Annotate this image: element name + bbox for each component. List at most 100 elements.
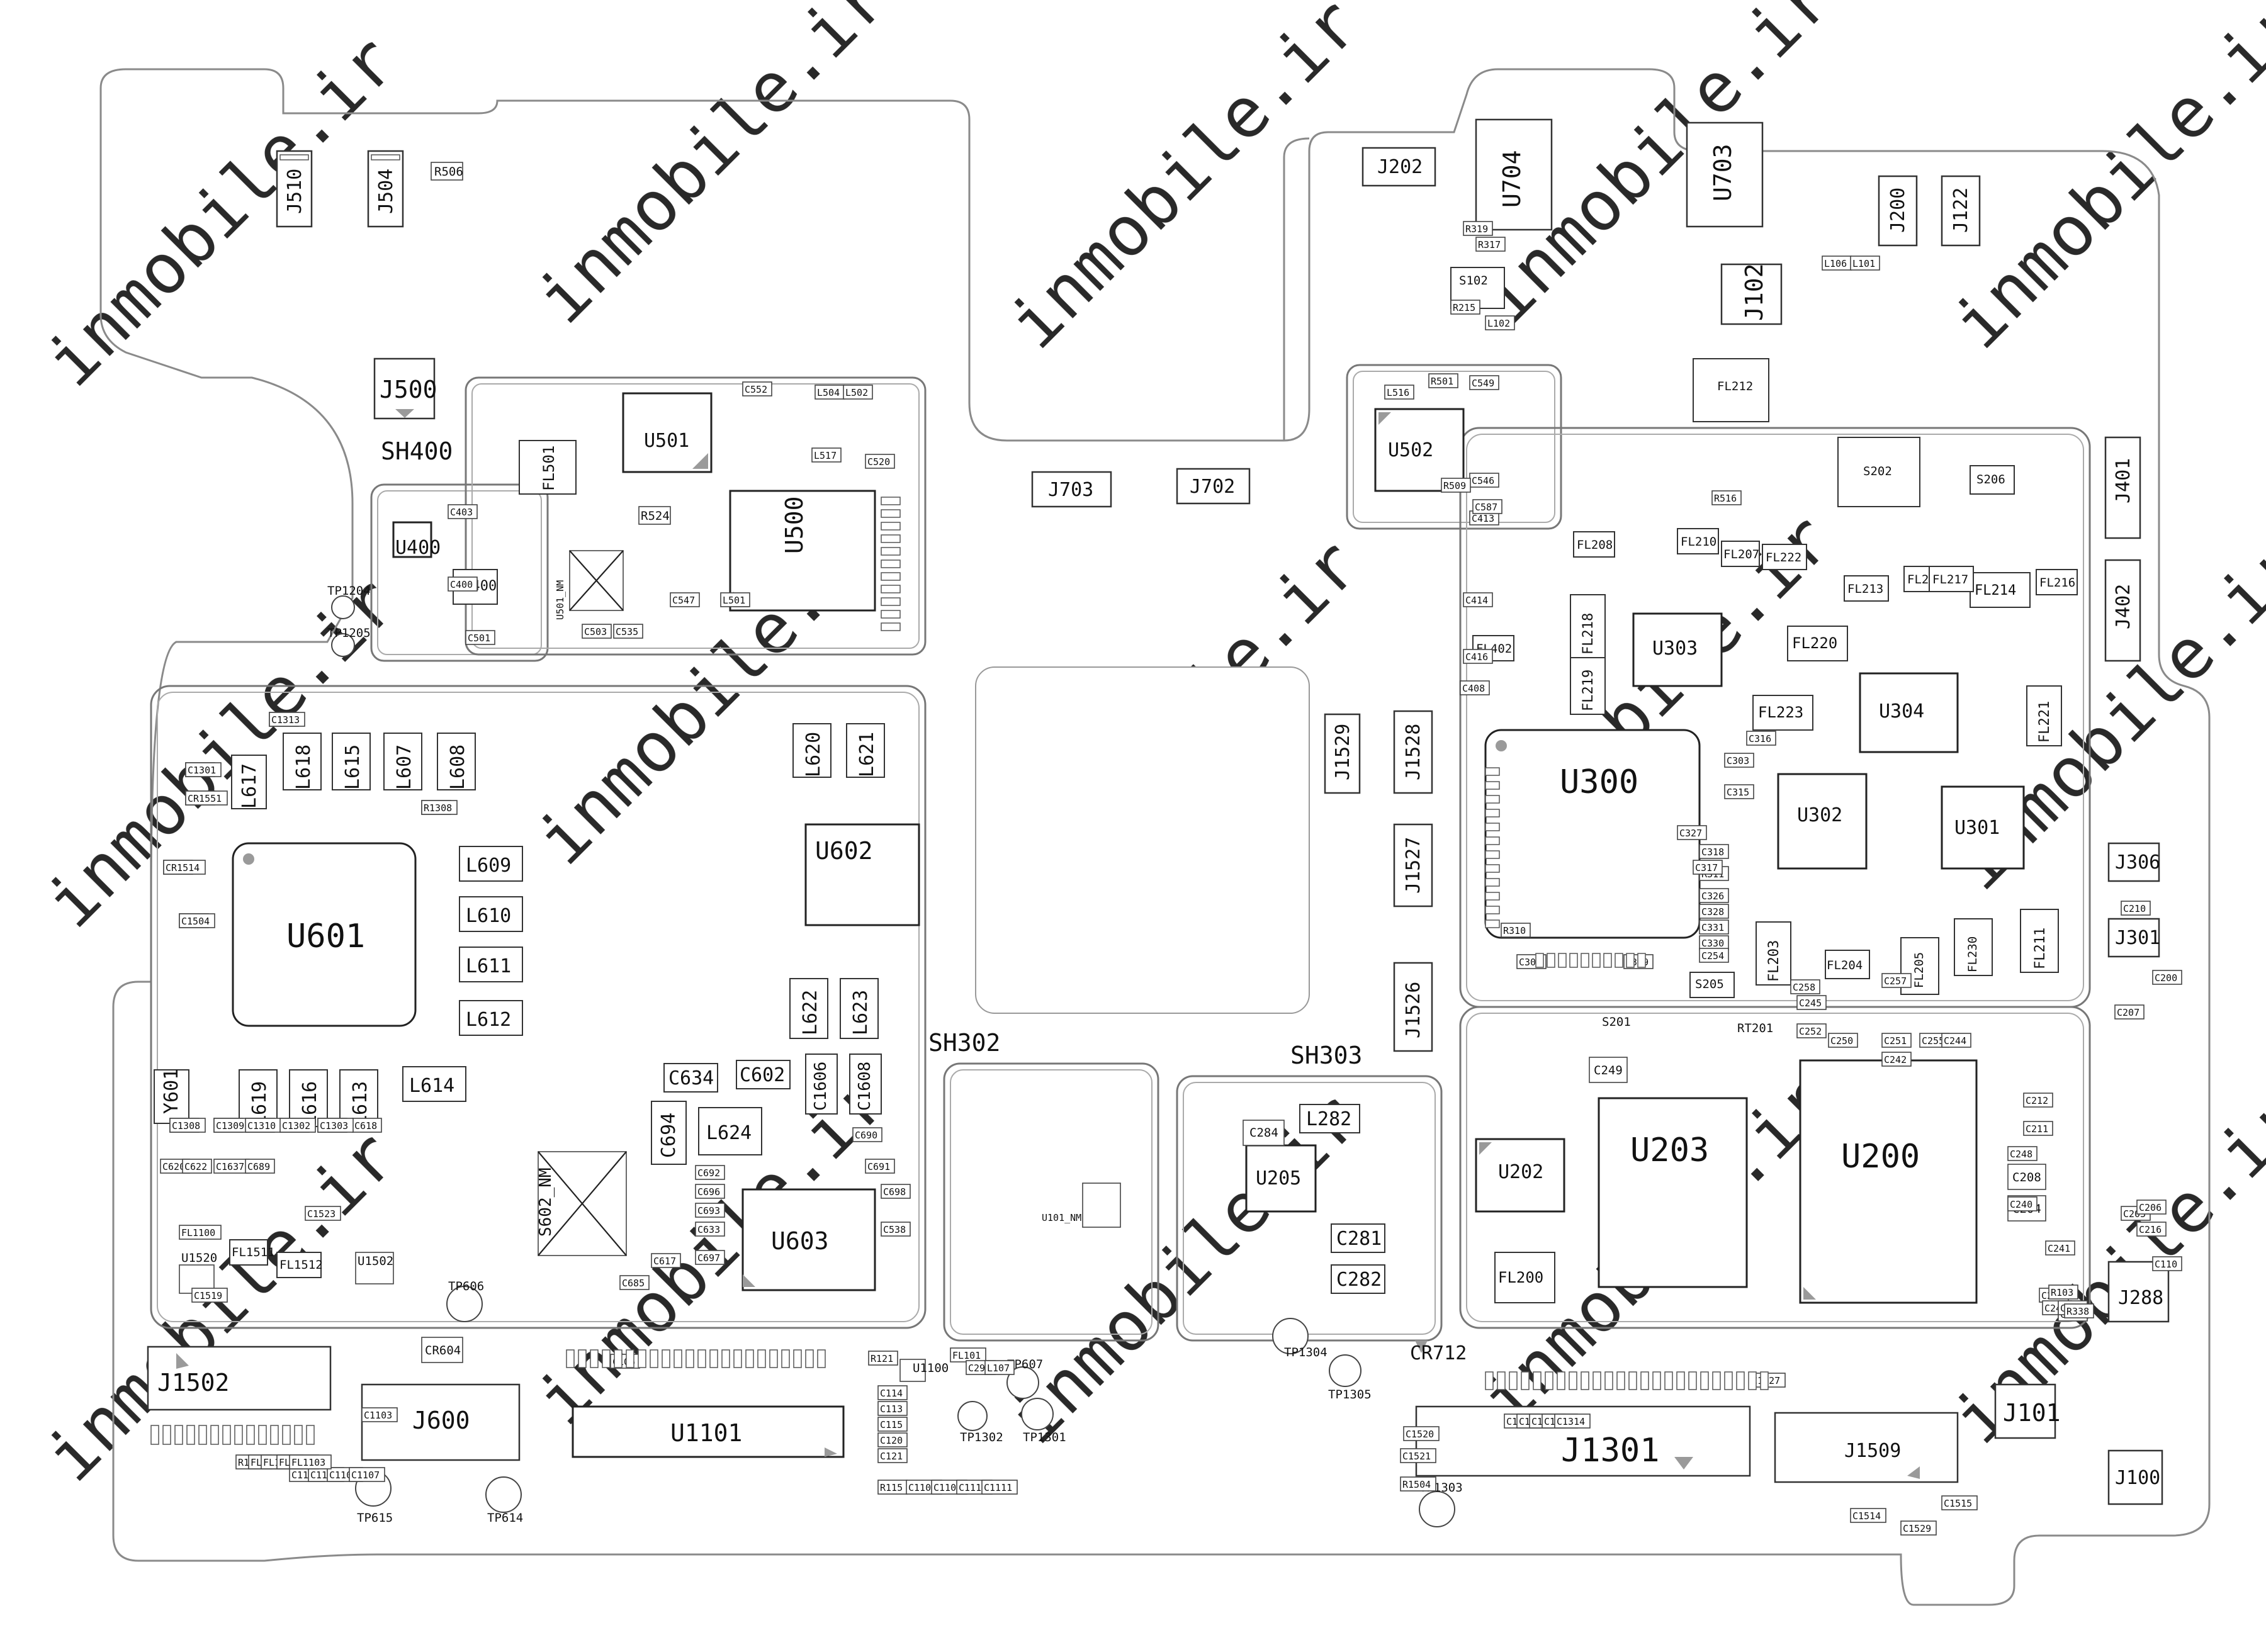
small-part-fl1100: FL1100 [179, 1225, 222, 1240]
testpoint-tp1204: TP1204 [327, 584, 371, 619]
svg-text:C1302: C1302 [282, 1120, 310, 1132]
svg-text:L610: L610 [466, 905, 511, 927]
small-part-r310: R310 [1501, 923, 1531, 938]
svg-text:TP1204: TP1204 [327, 584, 371, 598]
pad [1700, 1371, 1709, 1390]
testpoint-tp606: TP606 [446, 1279, 484, 1322]
small-part-c408: C408 [1460, 680, 1490, 695]
small-part-c1308: C1308 [169, 1118, 206, 1133]
svg-text:C520: C520 [867, 456, 890, 468]
small-part-c206: C206 [2136, 1200, 2167, 1215]
capacitor-c281: C281 [1331, 1223, 1385, 1253]
svg-text:C212: C212 [2026, 1095, 2048, 1106]
svg-text:FL211: FL211 [2032, 928, 2048, 969]
small-part-r319: R319 [1463, 221, 1493, 236]
small-part-l504: L504 [815, 385, 845, 400]
small-part-l516: L516 [1384, 385, 1414, 400]
svg-text:J1526: J1526 [1402, 982, 1424, 1038]
svg-text:S102: S102 [1459, 274, 1488, 288]
small-part-c1521: C1521 [1400, 1448, 1436, 1463]
svg-text:C318: C318 [1701, 846, 1724, 858]
svg-text:C535: C535 [616, 626, 638, 638]
inductor-l613: L613 [339, 1069, 378, 1127]
svg-text:C240: C240 [2010, 1199, 2032, 1210]
small-part-c330: C330 [1699, 935, 1729, 950]
pad [881, 509, 901, 518]
shield-label-sh303: SH303 [1290, 1042, 1362, 1069]
connector-j100: J100 [2107, 1449, 2163, 1505]
pad [306, 1425, 315, 1445]
testpoint-tp607: TP607 [1006, 1357, 1043, 1399]
svg-text:C114: C114 [880, 1388, 903, 1399]
connector-j102: J102 [1720, 263, 1783, 325]
svg-text:J288: J288 [2118, 1287, 2163, 1309]
small-part-c318: C318 [1699, 844, 1729, 859]
ic-u400: U400 [392, 521, 441, 559]
svg-text:FL200: FL200 [1498, 1269, 1543, 1286]
svg-text:C120: C120 [880, 1435, 903, 1446]
connector-j703: J703 [1031, 471, 1112, 508]
svg-text:L618: L618 [293, 745, 315, 790]
svg-text:C206: C206 [2139, 1202, 2162, 1213]
svg-text:C250: C250 [1830, 1035, 1853, 1047]
svg-text:J102: J102 [1740, 263, 1768, 321]
pad [1712, 1371, 1721, 1390]
svg-text:S202: S202 [1863, 464, 1892, 478]
svg-text:R524: R524 [641, 509, 670, 523]
small-part-c317: C317 [1693, 860, 1723, 875]
pad [1485, 850, 1500, 859]
pad-row-u300-bottom [1535, 953, 1646, 968]
svg-text:C249: C249 [1594, 1064, 1623, 1077]
small-part-r215: R215 [1450, 300, 1480, 315]
svg-text:FL1511: FL1511 [232, 1245, 275, 1259]
filter-fl1512: FL1512 [276, 1252, 323, 1278]
ic-u1101: U1101 [572, 1405, 845, 1458]
connector-j202: J202 [1361, 147, 1436, 187]
svg-text:U1520: U1520 [181, 1251, 217, 1265]
svg-text:C207: C207 [2117, 1007, 2139, 1018]
filter-fl203: FL203 [1756, 921, 1791, 986]
pad [1626, 953, 1635, 968]
shield-label-sh302: SH302 [928, 1029, 1000, 1057]
svg-text:C1314: C1314 [1557, 1416, 1585, 1427]
small-part-c216: C216 [2136, 1222, 2167, 1237]
svg-text:C255: C255 [1922, 1035, 1944, 1047]
svg-text:J301: J301 [2115, 927, 2160, 949]
svg-text:C327: C327 [1679, 828, 1702, 839]
small-part-c697: C697 [695, 1250, 725, 1265]
pad [881, 534, 901, 543]
ic-u501-nm: U501_NM [555, 550, 624, 620]
svg-text:L101: L101 [1852, 258, 1875, 269]
pad [162, 1425, 171, 1445]
pad [1485, 767, 1500, 776]
svg-text:FL208: FL208 [1577, 538, 1613, 552]
pad-row-j1301-top [1485, 1371, 1769, 1390]
small-part-c316: C316 [1746, 731, 1776, 746]
small-part-c110: C110 [2152, 1256, 2182, 1271]
pad [1637, 953, 1646, 968]
filter-fl1511: FL1511 [229, 1239, 275, 1266]
svg-text:CR1551: CR1551 [188, 793, 222, 804]
small-part-c693: C693 [695, 1203, 725, 1218]
svg-text:J402: J402 [2112, 584, 2134, 629]
inductor-l614: L614 [402, 1066, 466, 1102]
svg-text:RT201: RT201 [1737, 1021, 1773, 1035]
small-part-c241: C241 [2045, 1240, 2075, 1256]
board-outline [99, 68, 2211, 1606]
connector-j122: J122 [1941, 175, 1981, 247]
pad [1616, 1371, 1625, 1390]
svg-text:C1519: C1519 [194, 1290, 222, 1301]
svg-text:C546: C546 [1472, 475, 1494, 486]
pad [1604, 1371, 1613, 1390]
svg-text:C1308: C1308 [172, 1120, 200, 1132]
svg-text:FL203: FL203 [1766, 940, 1782, 982]
svg-text:J101: J101 [2003, 1399, 2061, 1427]
pad [1485, 906, 1500, 914]
svg-text:FL213: FL213 [1847, 582, 1883, 596]
svg-text:C328: C328 [1701, 906, 1724, 918]
svg-text:C696: C696 [697, 1186, 720, 1198]
small-part-c503: C503 [582, 624, 612, 639]
svg-text:C622: C622 [184, 1161, 207, 1172]
svg-text:U200: U200 [1841, 1138, 1920, 1176]
svg-text:U603: U603 [771, 1227, 829, 1255]
